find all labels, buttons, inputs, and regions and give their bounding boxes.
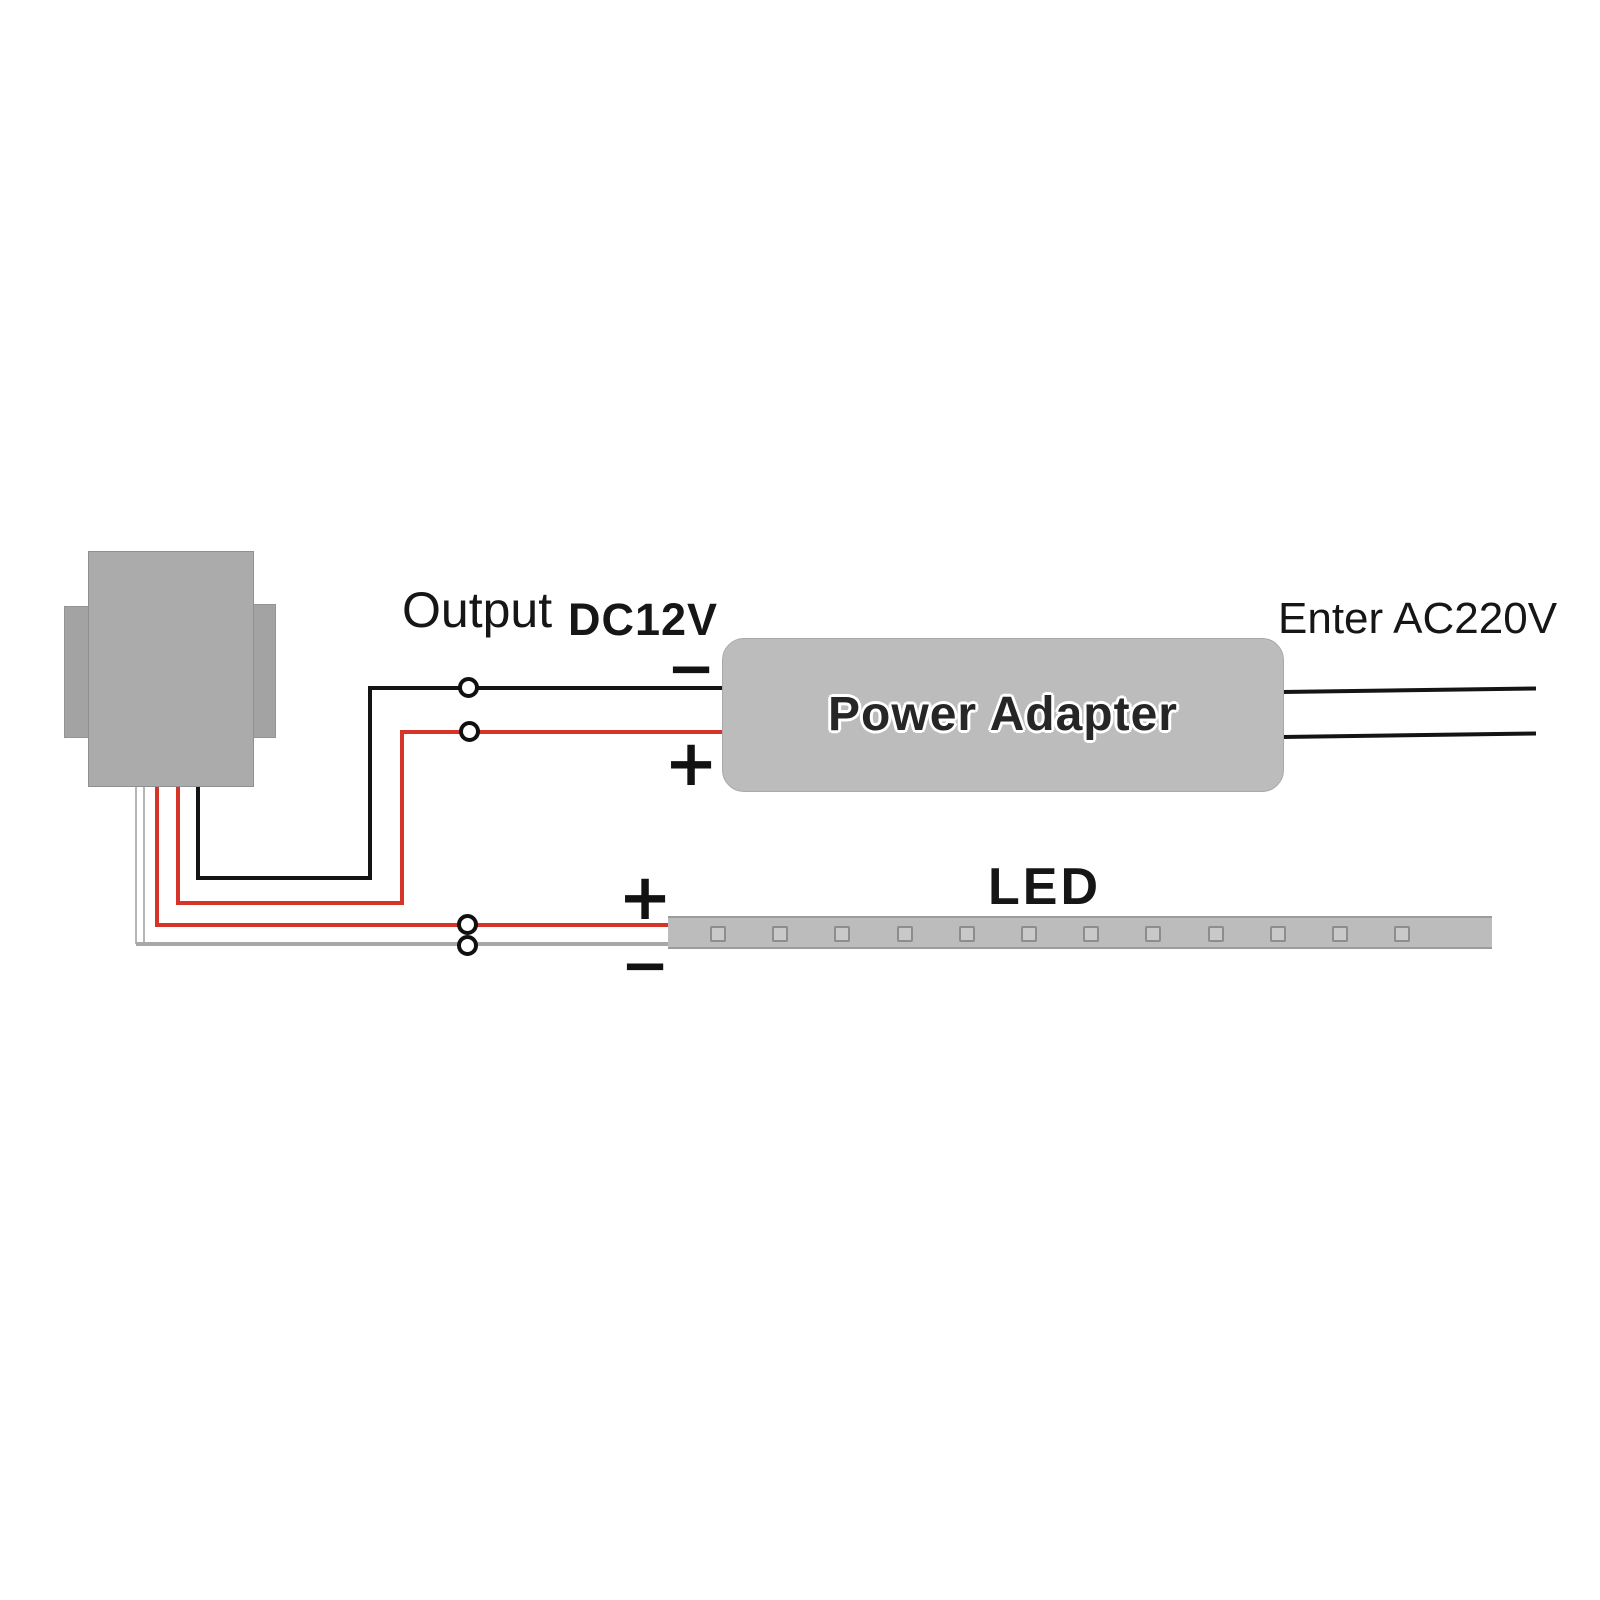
wire-dc-positive-to-adapter: [400, 730, 724, 734]
wire-led-positive-run: [155, 923, 672, 927]
led-pad: [1332, 926, 1348, 942]
sensor-module: [88, 551, 254, 787]
led-pad: [834, 926, 850, 942]
wire-led-negative-run: [136, 942, 672, 946]
led-minus-sign: −: [620, 931, 670, 999]
sensor-side-tab-left: [64, 606, 90, 738]
wire-dc-negative-rise: [368, 688, 372, 880]
wire-led-negative-drop: [135, 782, 145, 944]
led-label: LED: [988, 858, 1101, 916]
wire-dc-negative-to-adapter: [368, 686, 724, 690]
input-voltage-label: AC220V: [1393, 594, 1558, 643]
terminal-led-positive: [457, 914, 478, 935]
wire-dc-negative-run: [196, 876, 372, 880]
led-pad: [1083, 926, 1099, 942]
wire-ac-line-1: [1281, 686, 1537, 694]
terminal-dc-positive: [459, 721, 480, 742]
power-adapter-label: Power Adapter: [828, 688, 1178, 741]
led-pad: [1208, 926, 1224, 942]
output-voltage-label: DC12V: [568, 594, 719, 645]
led-pad: [1145, 926, 1161, 942]
led-plus-sign: +: [618, 861, 672, 935]
wire-dc-positive-rise: [400, 732, 404, 905]
wire-dc-positive-drop: [176, 782, 180, 905]
output-label: Output: [402, 582, 553, 638]
terminal-led-negative: [457, 935, 478, 956]
dc-plus-sign: +: [664, 727, 718, 801]
power-adapter: Power Adapter: [722, 638, 1284, 792]
terminal-dc-negative: [458, 677, 479, 698]
wire-dc-negative-drop: [196, 782, 200, 880]
led-pad: [897, 926, 913, 942]
dc-minus-sign: −: [666, 634, 716, 702]
led-pad: [1021, 926, 1037, 942]
led-pad: [710, 926, 726, 942]
led-pad: [1270, 926, 1286, 942]
led-strip: [668, 916, 1492, 949]
led-pad: [959, 926, 975, 942]
input-label-group: Enter AC220V: [1278, 597, 1557, 641]
wire-dc-positive-run: [176, 901, 404, 905]
led-pad: [772, 926, 788, 942]
wire-ac-line-2: [1281, 731, 1537, 739]
sensor-side-tab-right: [251, 604, 276, 738]
input-label: Enter: [1278, 594, 1384, 643]
led-pad: [1394, 926, 1410, 942]
wire-led-positive-drop: [155, 782, 159, 927]
